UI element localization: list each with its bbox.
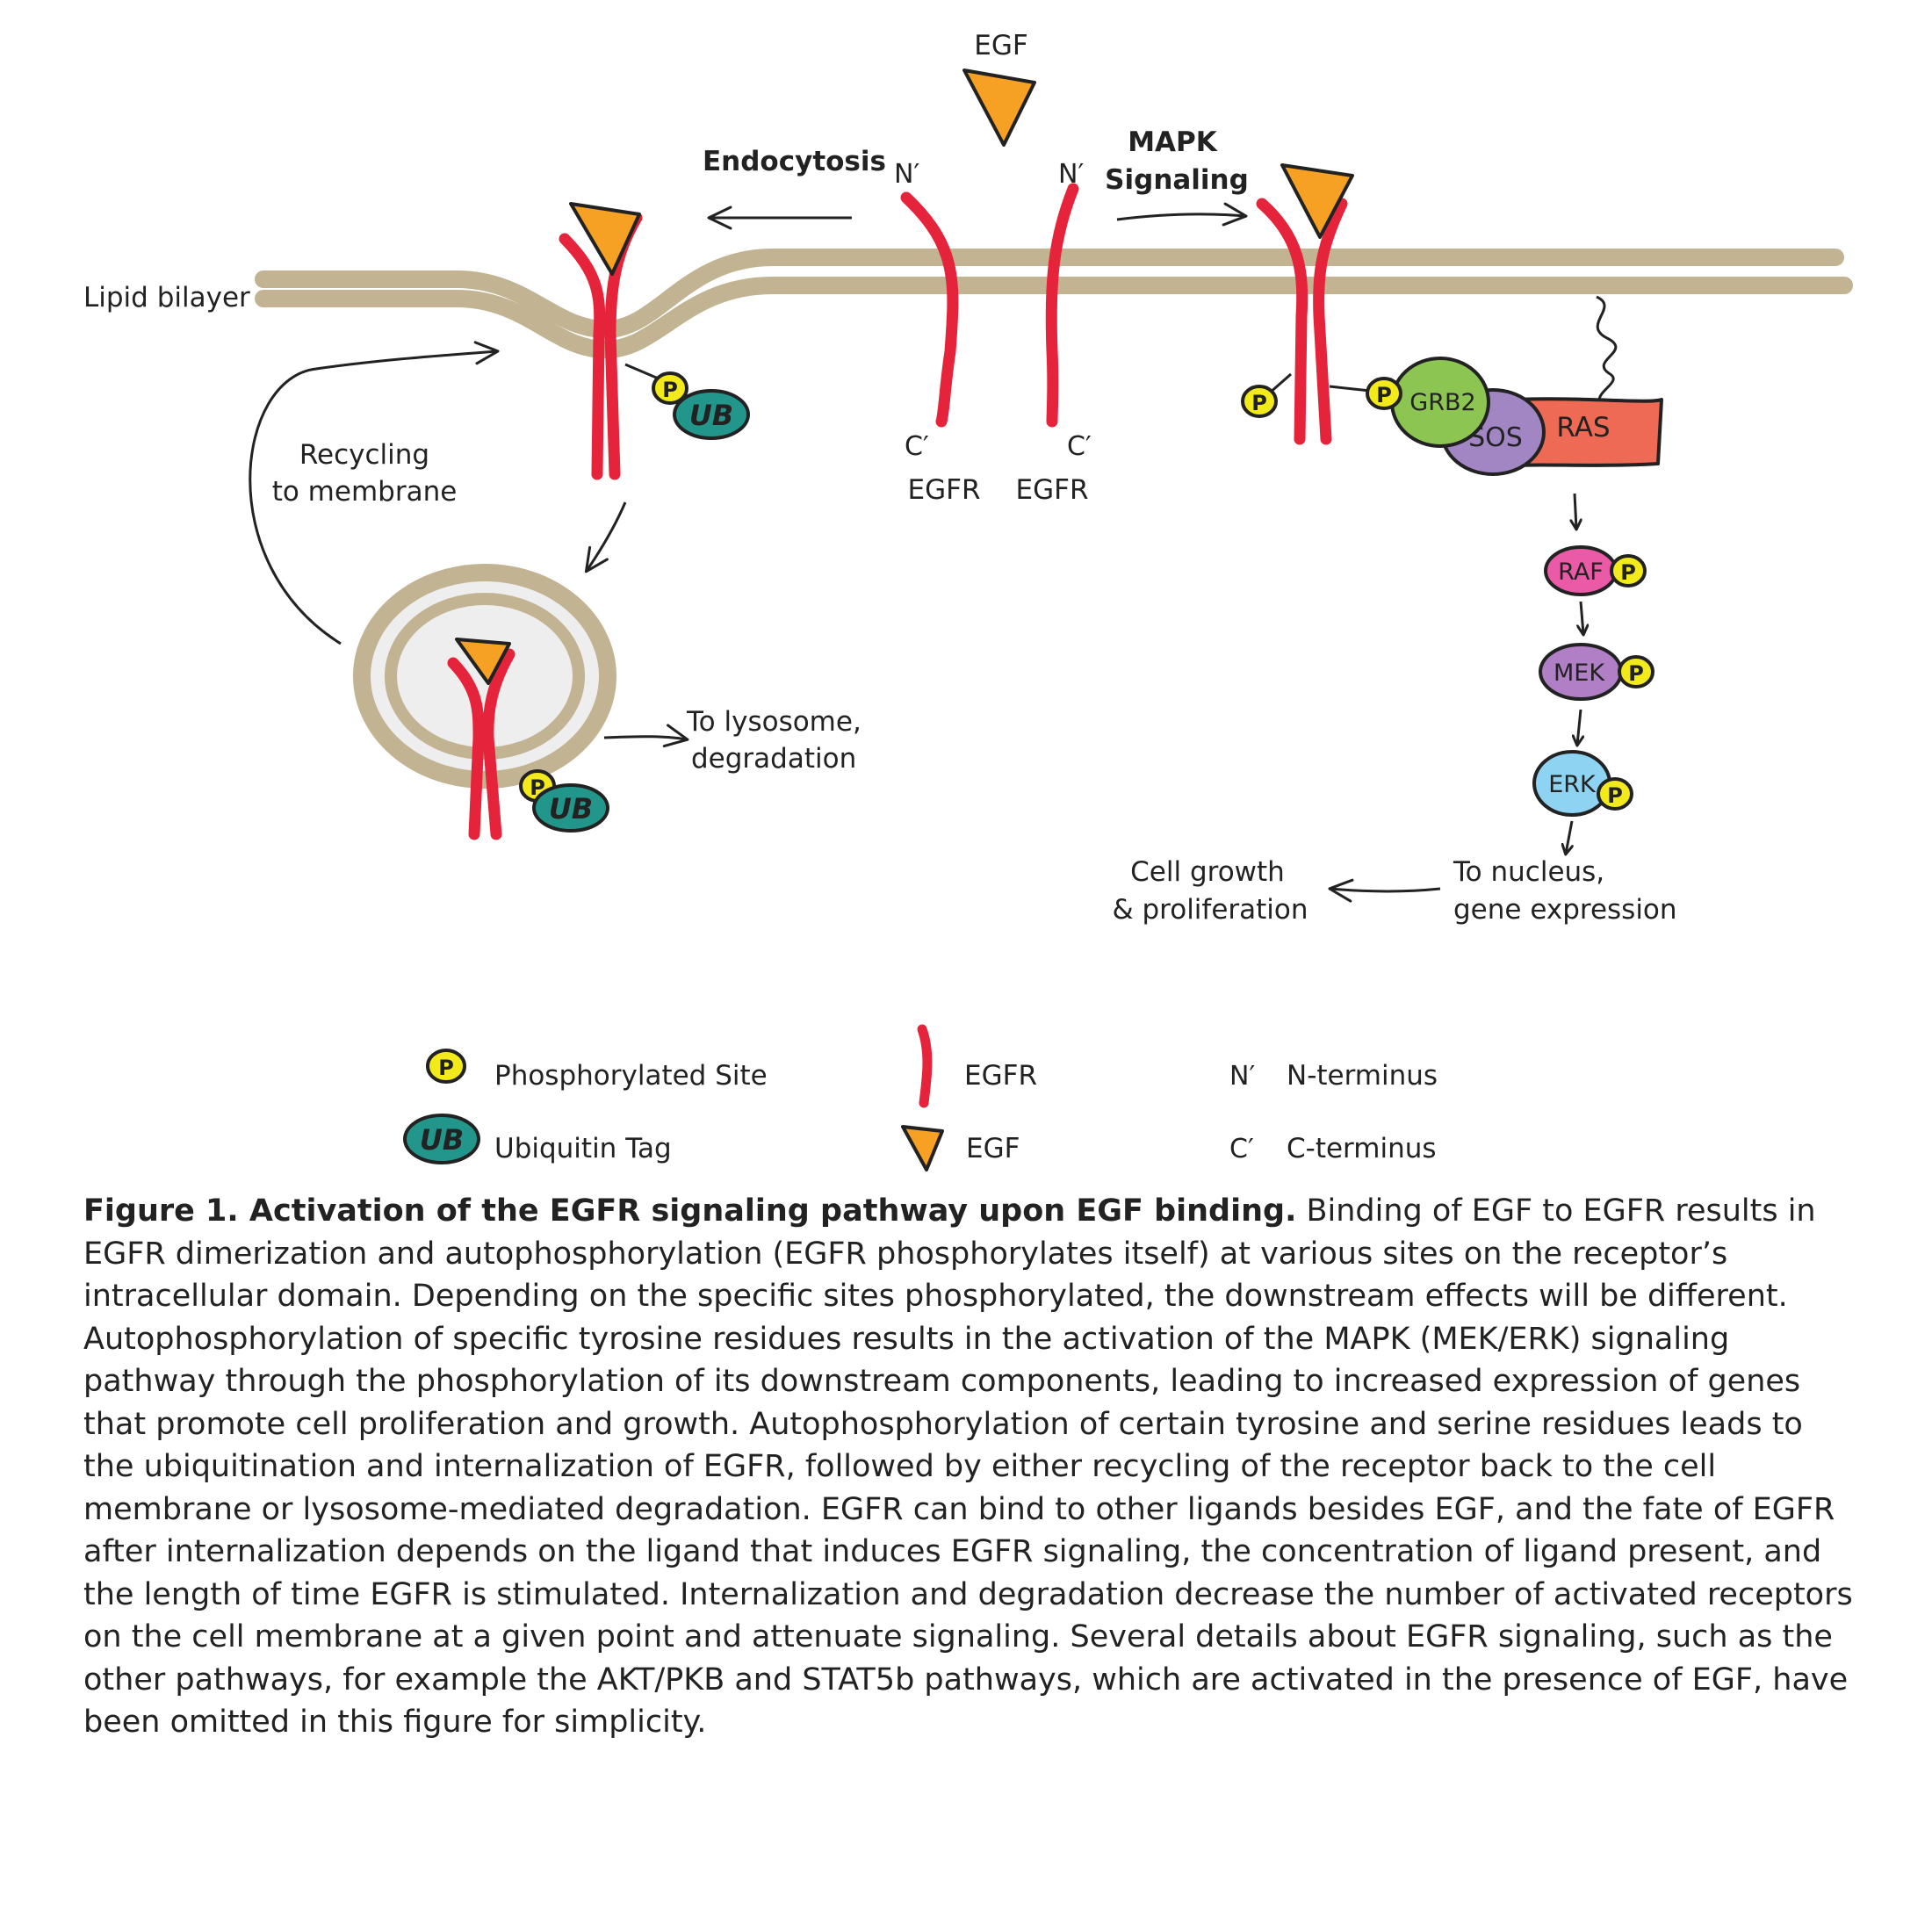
figure-caption: Figure 1. Activation of the EGFR signali… bbox=[83, 1190, 1857, 1744]
svg-text:P: P bbox=[1620, 560, 1636, 585]
legend-egf-label: EGF bbox=[966, 1133, 1020, 1164]
svg-text:P: P bbox=[1628, 661, 1644, 686]
signaling-label: Signaling bbox=[1105, 164, 1249, 196]
recycling-arrow bbox=[249, 341, 500, 645]
phospho-site-raf: P bbox=[1610, 554, 1647, 588]
egf-ligand-top bbox=[962, 68, 1036, 147]
svg-text:UB: UB bbox=[549, 792, 593, 825]
growth-label-2: & proliferation bbox=[1112, 894, 1308, 926]
legend-n-label: N-terminus bbox=[1287, 1060, 1438, 1092]
legend-egf-icon bbox=[901, 1125, 944, 1171]
ras-label: RAS bbox=[1556, 412, 1610, 443]
erk-label: ERK bbox=[1548, 771, 1597, 798]
phospho-site-mek: P bbox=[1618, 655, 1654, 688]
mapk-arrow bbox=[1116, 202, 1248, 227]
ubiquitin-tag-endocytosis: UB bbox=[673, 389, 750, 440]
legend-ubiquitin-label: Ubiquitin Tag bbox=[494, 1133, 672, 1164]
caption-body: Binding of EGF to EGFR results in EGFR d… bbox=[83, 1193, 1853, 1740]
egfr-label-left: EGFR bbox=[908, 474, 981, 506]
svg-text:P: P bbox=[1607, 783, 1623, 808]
nucleus-label-1: To nucleus, bbox=[1453, 856, 1604, 888]
egfr-dimer-endosome bbox=[447, 638, 515, 840]
legend-phospho-label: Phosphorylated Site bbox=[494, 1060, 768, 1092]
c-term-right: C′ bbox=[1067, 431, 1092, 462]
svg-text:UB: UB bbox=[689, 399, 733, 432]
phospho-site-endocytosis: P bbox=[652, 371, 688, 405]
ras-membrane-anchor bbox=[1596, 295, 1618, 405]
phospho-site-erk: P bbox=[1597, 777, 1633, 811]
growth-label-1: Cell growth bbox=[1130, 856, 1285, 888]
raf-to-mek-arrow bbox=[1581, 601, 1583, 634]
svg-text:P: P bbox=[438, 1056, 454, 1080]
svg-text:P: P bbox=[1376, 383, 1392, 407]
to-growth-arrow bbox=[1328, 878, 1441, 903]
to-endosome-arrow bbox=[584, 501, 627, 573]
legend-n-symbol: N′ bbox=[1229, 1061, 1255, 1092]
legend: P Phosphorylated Site UB Ubiquitin Tag E… bbox=[403, 1024, 1438, 1171]
svg-text:UB: UB bbox=[420, 1123, 464, 1157]
phospho-site-grb2: P bbox=[1366, 377, 1402, 410]
ras-to-raf-arrow bbox=[1575, 493, 1576, 529]
erk-kinase: ERK bbox=[1532, 750, 1611, 817]
mek-to-erk-arrow bbox=[1577, 709, 1581, 745]
lysosome-label-2: degradation bbox=[691, 743, 856, 775]
lysosome-label-1: To lysosome, bbox=[686, 706, 861, 738]
raf-label: RAF bbox=[1558, 559, 1604, 586]
egfr-monomer-right bbox=[1045, 183, 1079, 428]
lipid-bilayer-label: Lipid bilayer bbox=[83, 282, 250, 314]
nucleus-label-2: gene expression bbox=[1453, 894, 1677, 926]
egfr-dimer-endocytosis bbox=[559, 202, 643, 480]
mek-kinase: MEK bbox=[1539, 643, 1623, 701]
grb2-protein: GRB2 bbox=[1390, 357, 1490, 448]
legend-egfr-label: EGFR bbox=[964, 1060, 1037, 1092]
egfr-pathway-diagram: Lipid bilayer EGF Endocytosis MAPK Signa… bbox=[83, 30, 1853, 1171]
mek-label: MEK bbox=[1554, 660, 1605, 687]
phospho-site-signaling-left: P bbox=[1241, 385, 1278, 418]
legend-ubiquitin-icon: UB bbox=[403, 1114, 480, 1164]
n-term-left: N′ bbox=[894, 159, 919, 190]
erk-to-nucleus-arrow bbox=[1566, 820, 1572, 854]
mapk-label: MAPK bbox=[1128, 126, 1218, 158]
recycling-label-1: Recycling bbox=[299, 439, 429, 471]
svg-text:P: P bbox=[1251, 391, 1267, 415]
svg-text:P: P bbox=[662, 378, 678, 402]
egfr-dimer-signaling bbox=[1256, 163, 1354, 445]
egfr-monomer-left bbox=[900, 191, 959, 428]
ras-protein: RAS bbox=[1513, 397, 1663, 467]
caption-title: Figure 1. Activation of the EGFR signali… bbox=[83, 1193, 1297, 1229]
n-term-right: N′ bbox=[1058, 159, 1084, 190]
legend-c-symbol: C′ bbox=[1229, 1134, 1254, 1164]
egf-top-label: EGF bbox=[974, 30, 1027, 61]
to-lysosome-arrow bbox=[603, 724, 689, 748]
recycling-label-2: to membrane bbox=[272, 476, 458, 508]
legend-phospho-icon: P bbox=[426, 1049, 466, 1084]
endocytosis-label: Endocytosis bbox=[703, 146, 886, 177]
legend-egfr-icon bbox=[917, 1024, 933, 1108]
grb2-label: GRB2 bbox=[1409, 389, 1475, 416]
ubiquitin-tag-endosome: UB bbox=[532, 783, 609, 833]
c-term-left: C′ bbox=[905, 431, 929, 462]
legend-c-label: C-terminus bbox=[1287, 1133, 1437, 1164]
egfr-label-right: EGFR bbox=[1016, 474, 1089, 506]
raf-kinase: RAF bbox=[1544, 545, 1618, 596]
